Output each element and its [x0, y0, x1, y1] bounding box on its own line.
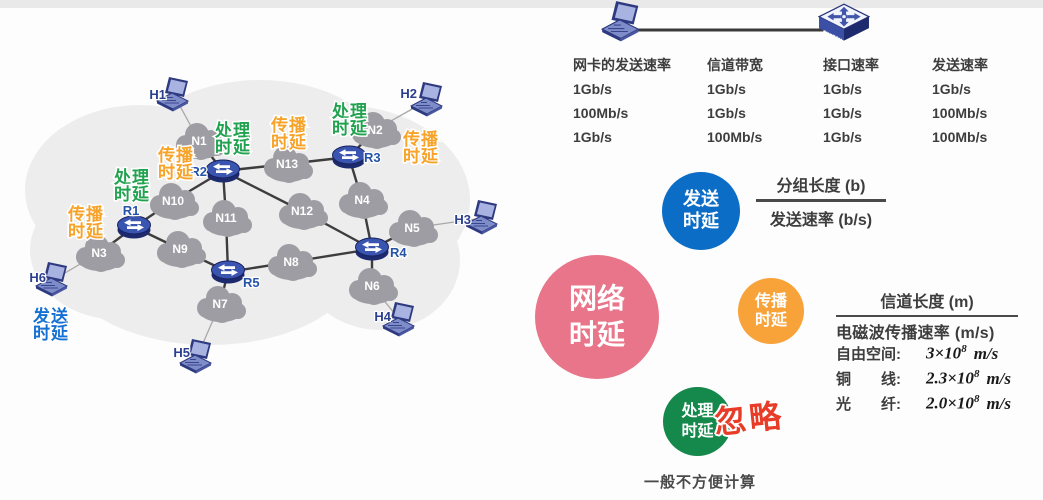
rate-table-col-sending: 发送速率 1Gb/s 100Mb/s 100Mb/s	[932, 53, 988, 149]
router-icon-R4	[355, 237, 389, 261]
sending-formula-denominator: 发送速率 (b/s)	[769, 212, 873, 229]
delay-label-sending-7: 发送时延	[32, 306, 69, 343]
cloud-label-N5: N5	[404, 221, 420, 235]
delay-label-processing-0: 处理时延	[214, 120, 251, 157]
ignore-stamp: 忽略	[712, 397, 786, 441]
host-label-H2: H2	[400, 86, 417, 101]
router-icon-R5	[211, 260, 245, 284]
rate-cell: 100Mb/s	[707, 129, 763, 145]
cloud-label-N9: N9	[172, 242, 188, 256]
sending-formula-numerator: 分组长度 (b)	[756, 172, 886, 202]
rate-table-header: 信道带宽	[707, 57, 763, 73]
speed-label: 光 纤:	[836, 396, 901, 413]
rate-cell: 100Mb/s	[932, 129, 988, 145]
sending-delay-circle: 发送 时延	[662, 172, 740, 250]
cloud-label-N3: N3	[91, 246, 107, 260]
propagation-formula-numerator: 信道长度 (m)	[836, 288, 1018, 317]
network-delay-line2: 时延	[568, 319, 625, 350]
network-topology-diagram: SWITCH N1N2N3N4N5N6N7N8N9N10N11N12N13R1R…	[25, 76, 498, 374]
router-icon-R3	[332, 145, 366, 169]
rate-cell: 1Gb/s	[707, 105, 746, 121]
rate-cell: 100Mb/s	[932, 105, 988, 121]
delay-label-processing-5: 处理时延	[113, 167, 150, 204]
host-label-H4: H4	[374, 309, 391, 324]
rate-cell: 1Gb/s	[823, 129, 862, 145]
cloud-label-N1: N1	[191, 134, 207, 148]
cloud-label-N8: N8	[283, 255, 299, 269]
rate-table-header: 网卡的发送速率	[573, 57, 671, 73]
delay-label-propagation-4: 传播时延	[402, 129, 439, 166]
network-delay-line1: 网络	[568, 282, 625, 314]
propagation-formula-denominator: 电磁波传播速率 (m/s)	[836, 325, 995, 342]
laptop-icon	[601, 0, 639, 42]
router-label-R2: R2	[190, 164, 207, 179]
rate-cell: 1Gb/s	[573, 129, 612, 145]
sending-delay-line2: 时延	[683, 211, 719, 231]
cloud-label-N7: N7	[212, 297, 228, 311]
router-label-R3: R3	[364, 150, 381, 165]
router-label-R5: R5	[243, 275, 260, 290]
router-label-R4: R4	[390, 245, 407, 260]
rate-table-header: 接口速率	[823, 57, 879, 73]
speed-label: 自由空间:	[836, 346, 901, 363]
delay-label-propagation-2: 传播时延	[270, 115, 307, 152]
switch-icon	[818, 3, 870, 45]
cloud-label-N6: N6	[364, 279, 380, 293]
propagation-delay-circle: 传播 时延	[738, 278, 804, 344]
processing-delay-line2: 时延	[681, 422, 714, 440]
cloud-label-N2: N2	[367, 123, 383, 137]
link-example-diagram	[601, 0, 870, 45]
rate-cell: 1Gb/s	[823, 105, 862, 121]
propagation-delay-line1: 传播	[754, 292, 787, 310]
processing-delay-line1: 处理	[681, 403, 714, 421]
cloud-label-N12: N12	[291, 204, 313, 218]
cloud-label-N4: N4	[354, 193, 370, 207]
rate-table-col-nic: 网卡的发送速率 1Gb/s 100Mb/s 1Gb/s	[573, 53, 671, 149]
speed-label: 铜 线:	[836, 371, 901, 388]
cloud-label-N11: N11	[215, 211, 237, 225]
rate-cell: 100Mb/s	[573, 105, 629, 121]
rate-cell: 1Gb/s	[823, 81, 862, 97]
host-label-H3: H3	[454, 212, 471, 227]
rate-cell: 1Gb/s	[932, 81, 971, 97]
cloud-label-N13: N13	[276, 157, 298, 171]
sending-delay-formula: 分组长度 (b) 发送速率 (b/s)	[756, 172, 886, 230]
rate-table-col-interface: 接口速率 1Gb/s 1Gb/s 1Gb/s	[823, 53, 879, 149]
propagation-delay-line2: 时延	[754, 312, 787, 329]
sending-delay-line1: 发送	[683, 189, 719, 210]
rate-cell: 1Gb/s	[707, 81, 746, 97]
router-icon-R1	[117, 215, 151, 239]
router-label-R1: R1	[123, 203, 140, 218]
cloud-label-N10: N10	[162, 194, 184, 208]
router-icon-R2	[206, 159, 240, 183]
network-delay-circle: 网络 时延	[535, 255, 659, 379]
delay-label-propagation-6: 传播时延	[67, 204, 104, 241]
top-strip	[0, 0, 1043, 8]
delay-label-processing-3: 处理时延	[331, 101, 368, 138]
host-label-H5: H5	[173, 345, 190, 360]
rate-cell: 1Gb/s	[573, 81, 612, 97]
rate-table-col-channel: 信道带宽 1Gb/s 1Gb/s 100Mb/s	[707, 53, 763, 149]
processing-note: 一般不方便计算	[644, 474, 757, 491]
delay-label-propagation-1: 传播时延	[157, 145, 194, 182]
processing-delay-circle: 处理 时延	[663, 387, 732, 456]
rate-table-header: 发送速率	[932, 57, 988, 73]
host-label-H6: H6	[29, 270, 46, 285]
host-label-H1: H1	[149, 87, 166, 102]
